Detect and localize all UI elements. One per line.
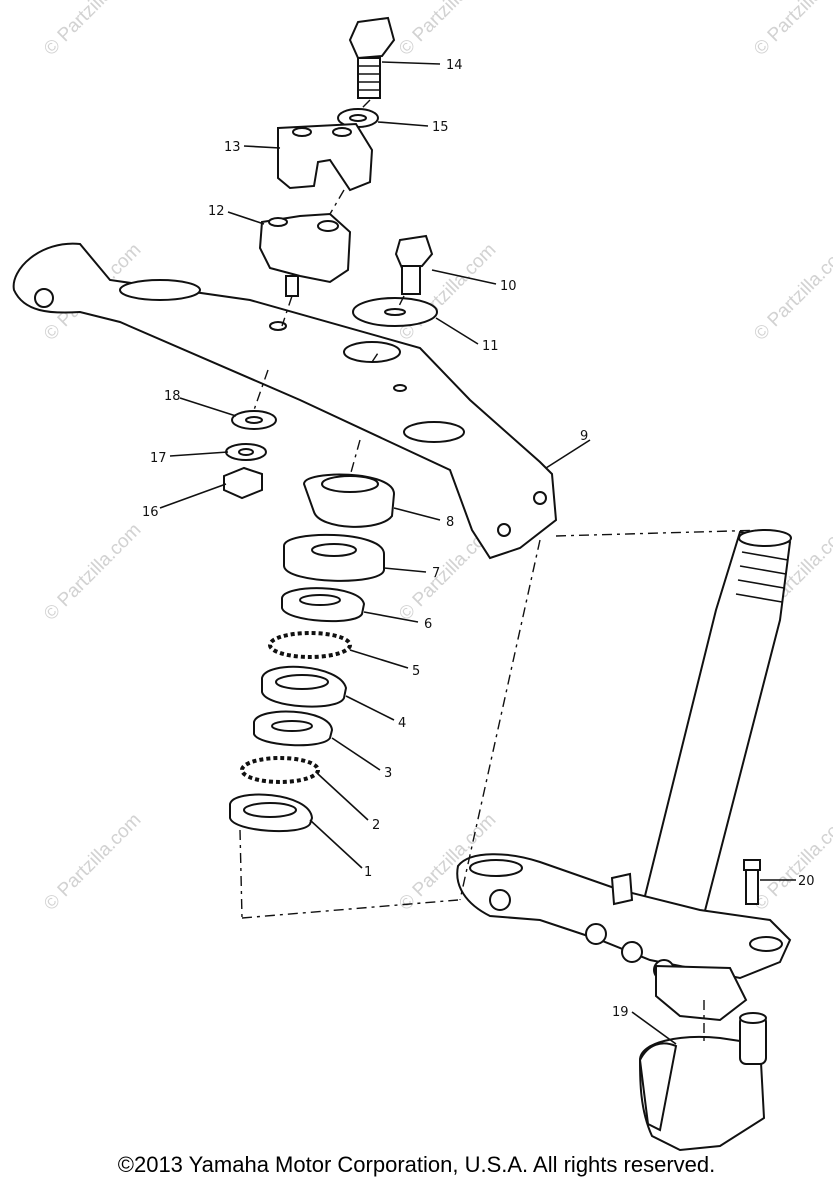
- part-19-lock[interactable]: [638, 1012, 767, 1152]
- part-15-washer[interactable]: [337, 108, 379, 128]
- callout-9: 9: [580, 429, 588, 444]
- part-17-lock-washer[interactable]: [225, 443, 267, 461]
- part-6-ball-race[interactable]: [281, 587, 366, 623]
- leader-lines: [159, 61, 796, 1045]
- callout-2: 2: [372, 818, 380, 833]
- part-11-washer[interactable]: [352, 297, 438, 327]
- part-5-ball-set[interactable]: [268, 631, 352, 659]
- callout-7: 7: [432, 566, 440, 581]
- part-1-seal[interactable]: [229, 793, 314, 833]
- callout-12: 12: [208, 204, 225, 219]
- callout-1: 1: [364, 865, 372, 880]
- callout-14: 14: [446, 58, 463, 73]
- part-3-ball-race[interactable]: [253, 710, 334, 747]
- callout-5: 5: [412, 664, 420, 679]
- part-13-upper-holder[interactable]: [277, 122, 374, 192]
- part-12-lower-holder[interactable]: [258, 212, 352, 297]
- callout-20: 20: [798, 874, 815, 889]
- part-10-bolt[interactable]: [394, 234, 434, 295]
- copyright-notice: ©2013 Yamaha Motor Corporation, U.S.A. A…: [117, 1152, 716, 1177]
- callout-11: 11: [482, 339, 499, 354]
- callout-17: 17: [150, 451, 167, 466]
- part-16-nut[interactable]: [223, 466, 263, 500]
- part-18-washer[interactable]: [231, 410, 277, 430]
- part-7-cover[interactable]: [283, 533, 385, 582]
- callout-6: 6: [424, 617, 432, 632]
- callout-16: 16: [142, 505, 159, 520]
- callout-10: 10: [500, 279, 517, 294]
- callout-4: 4: [398, 716, 406, 731]
- part-14-bolt[interactable]: [348, 16, 396, 99]
- part-4-ball-race[interactable]: [261, 665, 348, 708]
- part-8-ring-nut[interactable]: [302, 473, 396, 528]
- part-2-ball-set[interactable]: [240, 756, 320, 784]
- callout-18: 18: [164, 389, 181, 404]
- callout-13: 13: [224, 140, 241, 155]
- callout-3: 3: [384, 766, 392, 781]
- callout-8: 8: [446, 515, 454, 530]
- assembly-lines: [239, 99, 767, 1046]
- part-20-screw[interactable]: [743, 859, 761, 905]
- callout-15: 15: [432, 120, 449, 135]
- part-9-steering-crown[interactable]: [12, 242, 558, 560]
- under-bracket-shaft[interactable]: [456, 529, 792, 1022]
- callout-19: 19: [612, 1005, 629, 1020]
- callout-labels: 14 15 13 12 10 11 18 17 16 8 9 7 6 5 4 3…: [142, 58, 815, 1020]
